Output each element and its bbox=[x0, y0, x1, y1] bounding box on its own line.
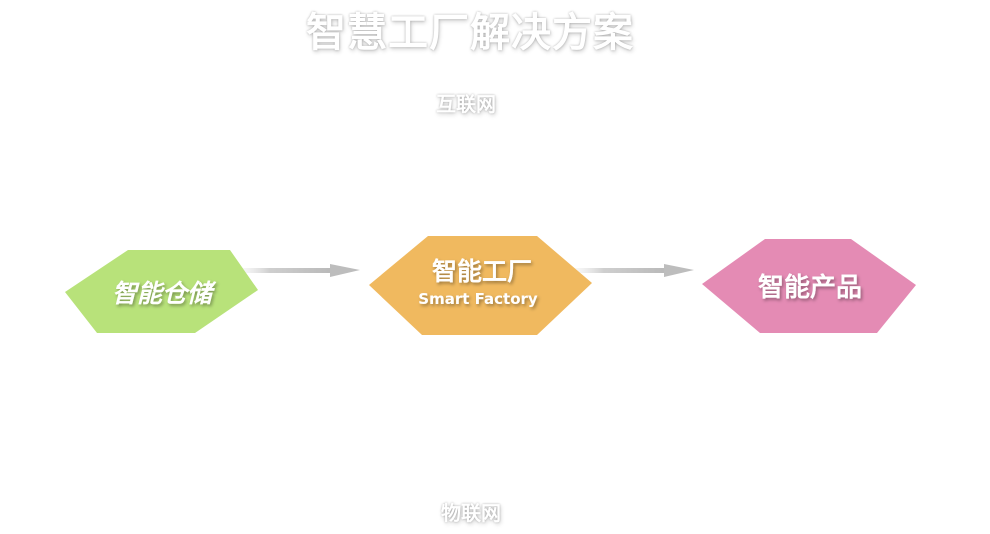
node-label: 智能仓储 bbox=[112, 279, 217, 308]
node-smart-factory: 智能工厂 Smart Factory bbox=[369, 236, 592, 335]
diagram-title: 智慧工厂解决方案 bbox=[306, 10, 634, 56]
node-label: 智能工厂 bbox=[432, 257, 532, 286]
internet-label: 互联网 bbox=[436, 92, 496, 116]
arrow-factory-to-product bbox=[562, 264, 694, 277]
arrow-head bbox=[330, 264, 360, 277]
arrow-head bbox=[664, 264, 694, 277]
arrow-shaft bbox=[562, 268, 666, 273]
hexagon-shape bbox=[702, 239, 916, 333]
arrow-shaft bbox=[228, 268, 332, 273]
node-smart-warehouse: 智能仓储 bbox=[65, 250, 258, 333]
hexagon-shape bbox=[369, 236, 592, 335]
node-sublabel: Smart Factory bbox=[418, 290, 538, 308]
arrow-warehouse-to-factory bbox=[228, 264, 360, 277]
hexagon-shape bbox=[65, 250, 258, 333]
node-smart-product: 智能产品 bbox=[702, 239, 916, 333]
iot-label: 物联网 bbox=[441, 501, 501, 525]
node-label: 智能产品 bbox=[758, 272, 862, 303]
